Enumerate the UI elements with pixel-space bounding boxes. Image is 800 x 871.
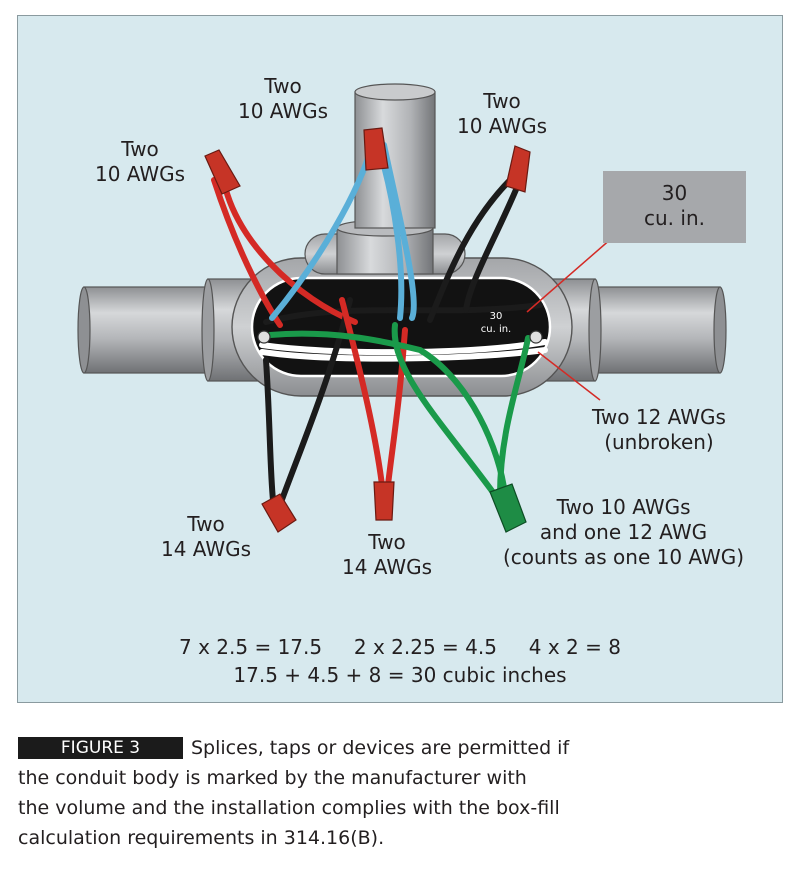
- marking-line-1: 30: [490, 311, 503, 322]
- left-screw-icon: [257, 330, 271, 344]
- caption-line-4: calculation requirements in 314.16(B).: [18, 827, 385, 849]
- connector-top-left-icon: [204, 149, 241, 195]
- connector-top-right-icon: [505, 145, 531, 193]
- marking-line-2: cu. in.: [481, 324, 512, 335]
- figure-caption: FIGURE 3 Splices, taps or devices are per…: [18, 733, 788, 853]
- connector-bottom-left-icon: [261, 493, 297, 533]
- calculation-line-1: 7 x 2.5 = 17.5 2 x 2.25 = 4.5 4 x 2 = 8: [179, 635, 621, 659]
- connector-bottom-center-icon: [373, 481, 395, 521]
- figure-tag: FIGURE 3: [18, 737, 183, 759]
- label-unbroken: Two 12 AWGs(unbroken): [592, 405, 726, 454]
- calculation: 7 x 2.5 = 17.5 2 x 2.25 = 4.5 4 x 2 = 8 …: [60, 633, 740, 689]
- caption-line-1: Splices, taps or devices are permitted i…: [191, 737, 570, 759]
- connector-bottom-right-icon: [489, 483, 527, 533]
- left-conduit: [77, 278, 259, 382]
- volume-leader-line: [526, 237, 613, 313]
- wires: [211, 142, 548, 508]
- unbroken-leader-line: [537, 351, 601, 401]
- caption-line-3: the volume and the installation complies…: [18, 797, 560, 819]
- right-screw-icon: [529, 330, 543, 344]
- calculation-line-2: 17.5 + 4.5 + 8 = 30 cubic inches: [233, 663, 567, 687]
- caption-line-2: the conduit body is marked by the manufa…: [18, 767, 527, 789]
- connector-top-center-icon: [363, 127, 389, 171]
